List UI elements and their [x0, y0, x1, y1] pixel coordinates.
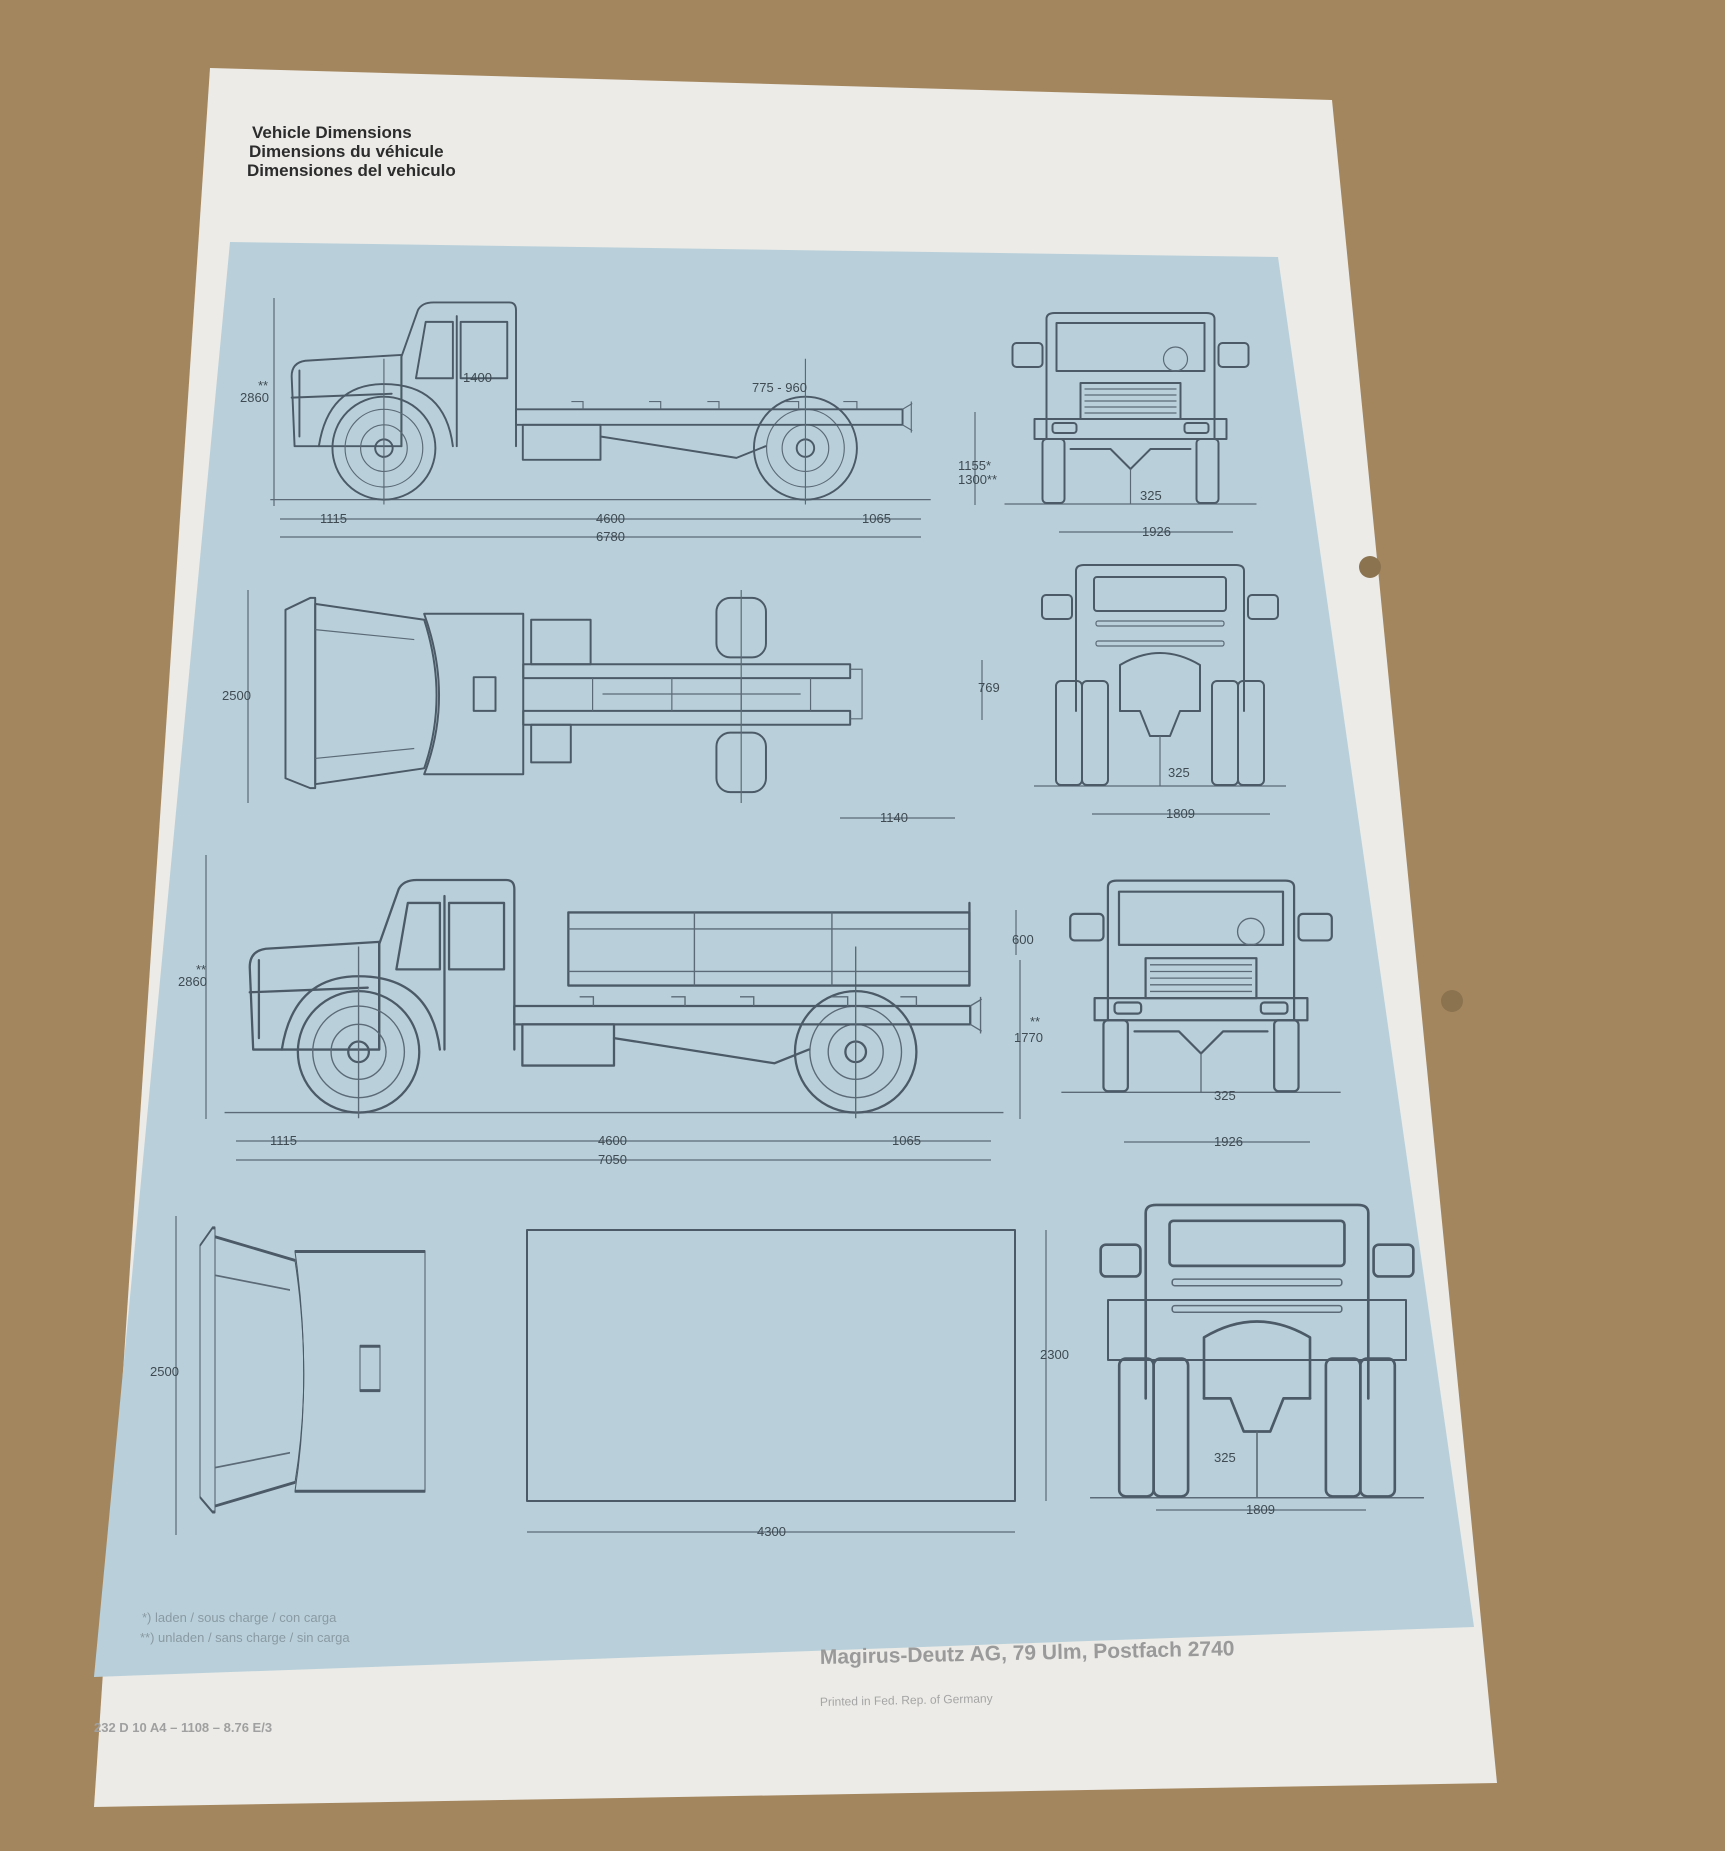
dim-front-clearance: 325 — [1140, 488, 1162, 503]
tipper-front-view: 325 1926 — [1060, 879, 1342, 1149]
dim-rear-clearance: 325 — [1214, 1450, 1236, 1465]
dim-wheelbase: 4600 — [598, 1133, 627, 1148]
dim-front-track: 1926 — [1214, 1134, 1243, 1149]
heading-english: Vehicle Dimensions — [252, 123, 412, 142]
footnote-laden: *) laden / sous charge / con carga — [142, 1610, 337, 1625]
dim-front-overhang: 1115 — [270, 1133, 297, 1148]
dim-side-height: 600 — [1012, 932, 1034, 947]
dim-frame-width: 769 — [978, 680, 1000, 695]
dim-width: 2500 — [150, 1364, 179, 1379]
dim-height: 2860 — [240, 390, 269, 405]
dim-rear-overhang: 1065 — [892, 1133, 921, 1148]
printed-note: Printed in Fed. Rep. of Germany — [820, 1691, 993, 1709]
dim-body-length: 4300 — [757, 1524, 786, 1539]
dim-axle-offset: 1140 — [880, 810, 908, 825]
chassis-top-view: 2500 769 1140 — [222, 588, 1000, 825]
dim-wheelbase: 4600 — [596, 511, 625, 526]
tipper-tailgate — [1107, 1299, 1407, 1361]
chassis-side-view: 2860 ** 1400 775 - 960 1155* 1300** 1115… — [240, 298, 997, 544]
dim-body-width: 2300 — [1040, 1347, 1069, 1362]
dim-height-mark: ** — [258, 378, 268, 393]
tipper-top-view: 2500 2300 4300 — [150, 1216, 1069, 1539]
tipper-body — [526, 1229, 1016, 1502]
chassis-rear-view: 325 1809 — [1032, 563, 1288, 821]
dim-frame-height-unladen: 1300** — [958, 472, 997, 487]
heading-spanish: Dimensiones del vehiculo — [247, 161, 456, 180]
dim-width: 2500 — [222, 688, 251, 703]
dim-rear-track: 1809 — [1246, 1502, 1275, 1517]
page-heading: Vehicle Dimensions Dimensions du véhicul… — [247, 123, 456, 180]
dim-front-track: 1926 — [1142, 524, 1171, 539]
blue-drawing-panel — [94, 242, 1474, 1677]
dim-fifth-wheel: 775 - 960 — [752, 380, 807, 395]
punch-hole — [1359, 556, 1381, 578]
dim-cab: 1400 — [463, 370, 492, 385]
punch-hole — [1441, 990, 1463, 1012]
dim-front-overhang: 1115 — [320, 511, 347, 526]
heading-french: Dimensions du véhicule — [249, 142, 444, 161]
dim-rear-overhang: 1065 — [862, 511, 891, 526]
dim-height-mark: ** — [196, 962, 206, 977]
dim-height: 2860 — [178, 974, 207, 989]
chassis-front-view: 325 1926 — [1003, 311, 1258, 539]
dim-rear-clearance: 325 — [1168, 765, 1190, 780]
footnote-unladen: **) unladen / sans charge / sin carga — [140, 1630, 350, 1645]
dim-platform-mark: ** — [1030, 1014, 1040, 1029]
dim-length: 7050 — [598, 1152, 627, 1167]
tipper-rear-view: 325 1809 — [1088, 1203, 1426, 1517]
print-code: 232 D 10 A4 – 1108 – 8.76 E/3 — [94, 1720, 272, 1735]
dim-platform-height: 1770 — [1014, 1030, 1043, 1045]
dim-length: 6780 — [596, 529, 625, 544]
dim-frame-height-laden: 1155* — [958, 458, 991, 473]
tipper-side-view: 2860 ** 600 1770 ** 1115 4600 1065 7050 — [178, 855, 1043, 1167]
dim-rear-track: 1809 — [1166, 806, 1195, 821]
dim-front-clearance: 325 — [1214, 1088, 1236, 1103]
